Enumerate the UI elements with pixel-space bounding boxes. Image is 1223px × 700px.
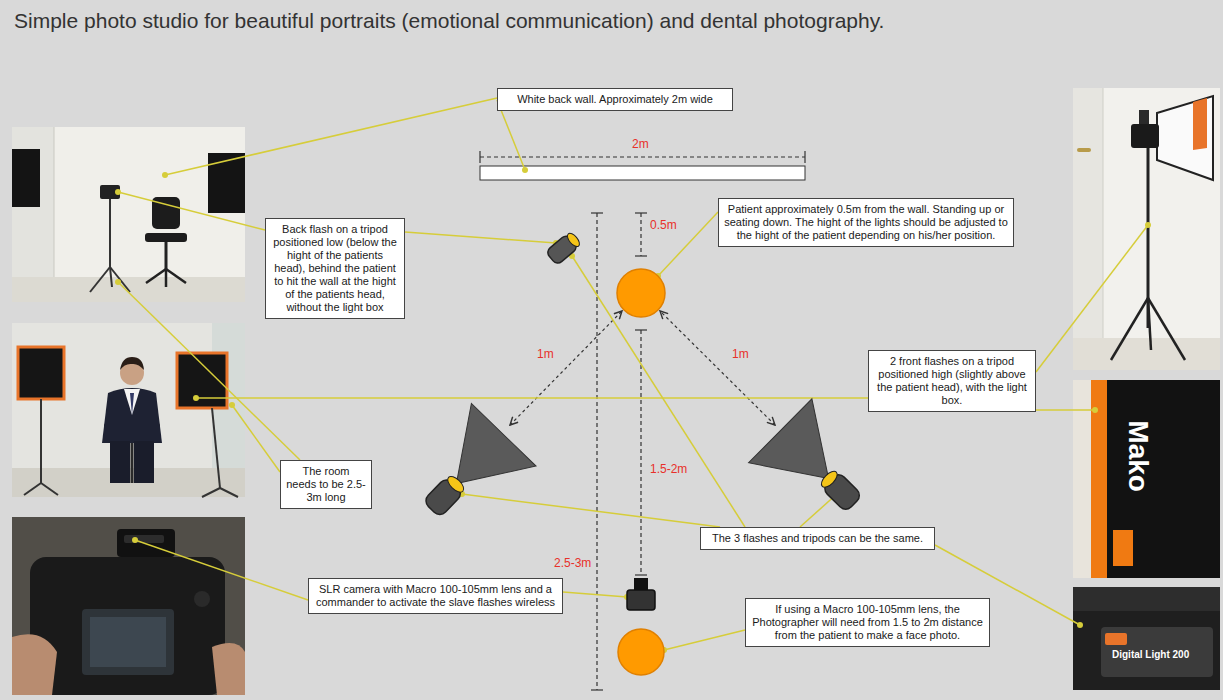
patient-circle xyxy=(617,269,665,317)
camera-photo xyxy=(12,517,245,695)
photographer-circle xyxy=(618,629,664,675)
portrait-photo xyxy=(12,323,245,497)
callout-text: If using a Macro 100-105mm lens, the Pho… xyxy=(751,603,984,642)
studio-photo xyxy=(12,127,245,302)
label-holder: 2m xyxy=(630,138,651,152)
flash-tripod-photo xyxy=(1073,88,1220,370)
dimension-label: 0.5m xyxy=(648,219,679,233)
back-flash xyxy=(545,230,582,265)
callout-text: Back flash on a tripod positioned low (b… xyxy=(271,223,399,314)
back-wall xyxy=(480,166,805,180)
callout-box: SLR camera with Macro 100-105mm lens and… xyxy=(308,578,563,614)
dimension-label: 1.5-2m xyxy=(648,463,689,477)
label-holder: Digital Light 200 xyxy=(1110,649,1191,661)
callout-text: The 3 flashes and tripods can be the sam… xyxy=(706,532,929,545)
label-holder: Mako xyxy=(1122,418,1154,494)
callout-text: White back wall. Approximately 2m wide xyxy=(503,93,727,106)
title-area: Simple photo studio for beautiful portra… xyxy=(14,8,1214,34)
callout-box: White back wall. Approximately 2m wide xyxy=(497,88,733,111)
dimension-label: 1m xyxy=(535,348,556,362)
callout-box: 2 front flashes on a tripod positioned h… xyxy=(868,350,1036,412)
dimension-label: 2m xyxy=(630,138,651,152)
camera-symbol xyxy=(627,578,655,610)
callout-text: SLR camera with Macro 100-105mm lens and… xyxy=(314,583,557,609)
page-title: Simple photo studio for beautiful portra… xyxy=(14,8,1214,34)
front-flash-right xyxy=(749,399,886,536)
callout-box: The room needs to be 2.5-3m long xyxy=(280,460,372,509)
label-holder: 1m xyxy=(535,348,556,362)
front-flash-left xyxy=(399,403,536,540)
callout-text: Patient approximately 0.5m from the wall… xyxy=(724,203,1008,242)
callout-text: The room needs to be 2.5-3m long xyxy=(286,465,366,504)
label-holder: 2.5-3m xyxy=(552,557,593,571)
brand-text: Mako xyxy=(1122,418,1154,494)
flash-unit-photo xyxy=(1073,587,1220,690)
label-holder: 1m xyxy=(730,348,751,362)
callout-box: Patient approximately 0.5m from the wall… xyxy=(718,198,1014,247)
dimension-label: 1m xyxy=(730,348,751,362)
label-holder: 0.5m xyxy=(648,219,679,233)
label-holder: 1.5-2m xyxy=(648,463,689,477)
leader-lines xyxy=(118,98,1148,650)
callout-box: The 3 flashes and tripods can be the sam… xyxy=(700,527,935,550)
device-text: Digital Light 200 xyxy=(1110,649,1191,661)
callout-box: Back flash on a tripod positioned low (b… xyxy=(265,218,405,319)
callout-text: 2 front flashes on a tripod positioned h… xyxy=(874,355,1030,407)
callout-box: If using a Macro 100-105mm lens, the Pho… xyxy=(745,598,990,647)
dimension-label: 2.5-3m xyxy=(552,557,593,571)
softbox-photo xyxy=(1073,380,1220,578)
leader-dots xyxy=(115,167,1151,653)
